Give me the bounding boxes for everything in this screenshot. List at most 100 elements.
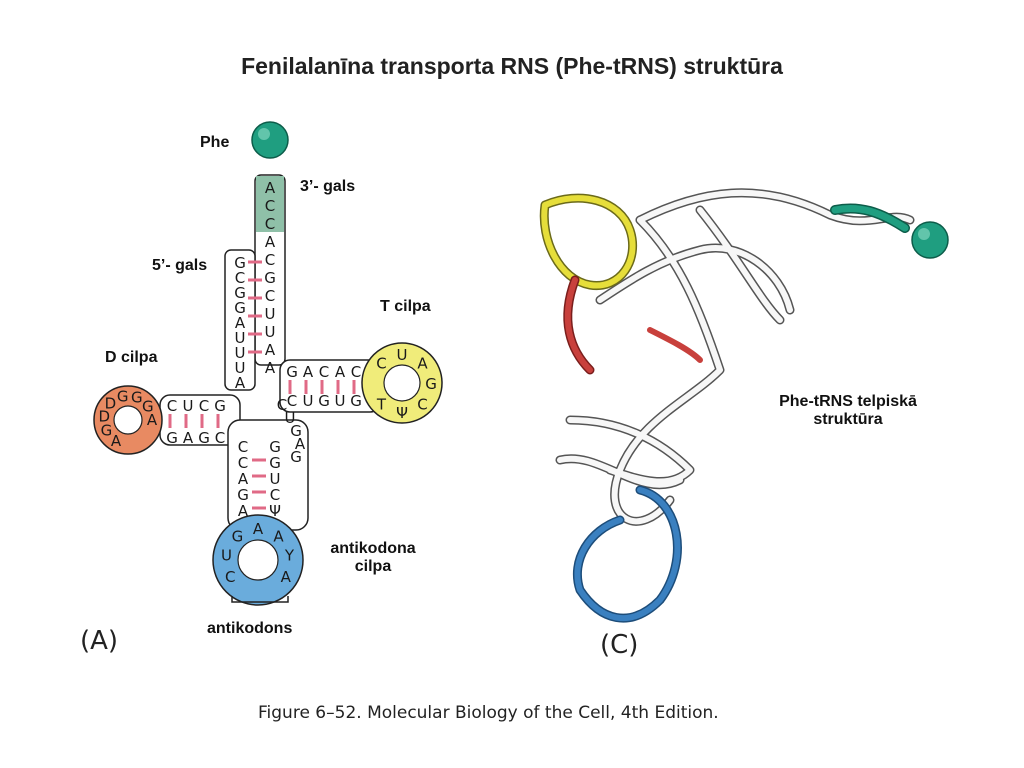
nt-ac-loop-3: A [253, 520, 264, 538]
nt-ac-stem-right-2: U [270, 470, 281, 488]
nt-d-loop-3: D [105, 395, 117, 413]
nt-acceptor-5-1: C [235, 269, 245, 287]
nt-variable-4: G [290, 448, 302, 466]
nt-ac-loop-1: U [221, 546, 232, 564]
nt-acceptor-5-7: U [235, 359, 246, 377]
nt-t-stem-bottom-3: U [335, 392, 346, 410]
nt-acceptor-3-10: A [265, 359, 276, 377]
nt-ac-stem-right-4: Ψ [269, 502, 281, 520]
nt-d-stem-bottom-0: G [166, 429, 178, 447]
nt-ac-stem-left-1: C [238, 454, 248, 472]
nt-acceptor-5-3: G [234, 299, 246, 317]
nt-t-stem-bottom-1: U [303, 392, 314, 410]
label-5-end: 5’- gals [152, 257, 208, 274]
nt-t-stem-top-3: A [335, 363, 346, 381]
nt-ac-stem-right-0: G [269, 438, 281, 456]
nt-variable-2: G [290, 422, 302, 440]
nt-variable-3: A [295, 435, 306, 453]
panel-label-a: (A) [80, 626, 119, 656]
label-d-loop: D cilpa [105, 349, 158, 366]
panel-label-c: (C) [600, 630, 639, 660]
phe-ball-highlight [258, 128, 270, 140]
nt-d-stem-bottom-2: G [198, 429, 210, 447]
nt-ac-loop-4: A [273, 527, 284, 545]
label-tertiary-line2: struktūra [813, 411, 883, 428]
label-anticodon-loop-line1: antikodona [330, 540, 416, 557]
nt-acceptor-3-7: U [265, 305, 276, 323]
nt-d-loop-2: D [98, 407, 110, 425]
ribbon-backbone [557, 189, 913, 525]
label-tertiary-structure: Phe-tRNS telpiskā struktūra [748, 393, 948, 429]
nt-t-stem-bottom-0: C [287, 392, 297, 410]
ribbon-red [564, 277, 593, 373]
nt-t-loop-5: Ψ [396, 404, 408, 422]
nt-acceptor-3-3: A [265, 233, 276, 251]
nt-acceptor-3-0: A [265, 179, 276, 197]
nt-d-loop-4: G [117, 388, 129, 406]
nt-d-loop-0: A [111, 432, 122, 450]
nt-d-stem-top-2: C [199, 397, 209, 415]
label-phe: Phe [200, 134, 230, 151]
nt-d-loop-7: A [147, 411, 158, 429]
nt-ac-loop-5: Y [284, 546, 295, 564]
nt-acceptor-5-6: U [235, 344, 246, 362]
nt-t-loop-0: C [376, 354, 386, 372]
nt-acceptor-3-5: G [264, 269, 276, 287]
nt-ac-loop-6: A [281, 568, 292, 586]
label-tertiary-line1: Phe-tRNS telpiskā [779, 393, 917, 410]
nt-d-stem-top-0: C [167, 397, 177, 415]
nt-t-loop-1: U [397, 346, 408, 364]
base-pairs [168, 260, 356, 510]
page-title: Fenilalanīna transporta RNS (Phe-tRNS) s… [241, 53, 783, 79]
nt-d-loop-5: G [131, 389, 143, 407]
nt-ac-stem-left-0: C [238, 438, 248, 456]
nt-variable-0: C [277, 396, 287, 414]
nt-d-stem-bottom-1: A [183, 429, 194, 447]
nt-t-stem-bottom-2: G [318, 392, 330, 410]
nt-acceptor-3-9: A [265, 341, 276, 359]
nt-ac-loop-2: G [232, 527, 244, 545]
cloverleaf-backbone [93, 174, 443, 606]
label-3-end: 3’- gals [300, 178, 356, 195]
nt-d-stem-top-1: U [183, 397, 194, 415]
label-anticodon: antikodons [207, 620, 293, 637]
nt-ac-stem-right-1: G [269, 454, 281, 472]
acceptor-highlight [256, 176, 284, 232]
nt-acceptor-5-4: A [235, 314, 246, 332]
nt-acceptor-5-2: G [234, 284, 246, 302]
nt-acceptor-3-1: C [265, 197, 275, 215]
nt-t-stem-bottom-4: G [350, 392, 362, 410]
nt-t-stem-top-0: G [286, 363, 298, 381]
nt-ac-stem-left-4: A [238, 502, 249, 520]
nt-ac-loop-0: C [225, 568, 235, 586]
nt-d-stem-bottom-3: C [215, 429, 225, 447]
nt-ac-stem-left-3: G [237, 486, 249, 504]
nt-acceptor-3-2: C [265, 215, 275, 233]
label-t-loop: T cilpa [380, 298, 431, 315]
nt-variable-1: U [285, 409, 296, 427]
nt-acceptor-5-0: G [234, 254, 246, 272]
nt-t-loop-3: G [425, 375, 437, 393]
nt-ac-stem-right-3: C [270, 486, 280, 504]
nt-t-stem-top-4: C [351, 363, 361, 381]
nt-t-loop-4: C [417, 396, 427, 414]
phe-ball-3d [911, 221, 949, 259]
ribbon-yellow [541, 195, 636, 289]
figure-caption: Figure 6–52. Molecular Biology of the Ce… [258, 703, 719, 723]
nt-acceptor-3-4: C [265, 251, 275, 269]
ribbon-green-end [831, 204, 909, 232]
nt-acceptor-5-5: U [235, 329, 246, 347]
nt-t-loop-6: T [376, 396, 387, 414]
nt-d-loop-6: G [142, 397, 154, 415]
nt-acceptor-3-8: U [265, 323, 276, 341]
nt-t-stem-top-2: C [319, 363, 329, 381]
phe-ball-3d-highlight [918, 228, 930, 240]
nt-acceptor-5-8: A [235, 374, 246, 392]
nt-d-loop-1: G [101, 421, 113, 439]
label-anticodon-loop-line2: cilpa [354, 558, 392, 575]
nt-ac-stem-left-2: A [238, 470, 249, 488]
ribbon-blue [574, 487, 681, 621]
